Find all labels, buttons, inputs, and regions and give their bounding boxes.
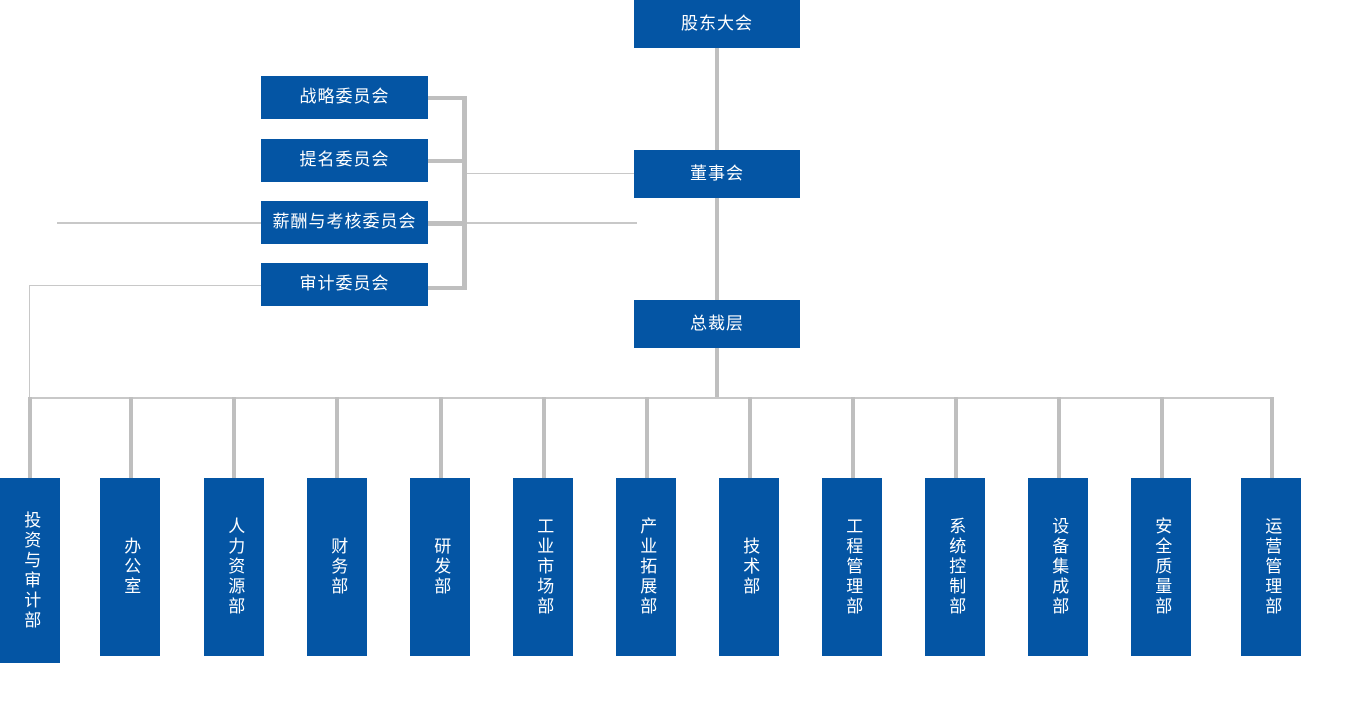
node-department-equipment-integration-label: 设备集成部 [1048,517,1069,617]
node-committee-strategy[interactable]: 战略委员会 [261,76,428,119]
node-department-industry-expansion[interactable]: 产业拓展部 [616,478,676,656]
connector-president-to-bus [715,348,719,399]
connector-drop-dept-12 [1160,397,1164,478]
node-department-safety-quality-label: 安全质量部 [1151,517,1172,617]
node-shareholders-meeting[interactable]: 股东大会 [634,0,800,48]
node-department-investment-audit[interactable]: 投资与审计部 [0,478,60,663]
connector-shareholders-to-board [715,48,719,150]
connector-compensation-committee-right [467,222,637,224]
connector-drop-dept-4 [335,397,339,478]
node-department-human-resources-label: 人力资源部 [224,517,245,617]
connector-drop-dept-11 [1057,397,1061,478]
node-committee-compensation-assessment[interactable]: 薪酬与考核委员会 [261,201,428,244]
connector-drop-dept-3 [232,397,236,478]
node-department-investment-audit-label: 投资与审计部 [20,510,41,631]
node-department-office-label: 办公室 [120,537,141,597]
node-department-finance-label: 财务部 [327,537,348,597]
connector-committee-stub-2 [428,159,467,163]
node-committee-nomination[interactable]: 提名委员会 [261,139,428,182]
node-department-industry-expansion-label: 产业拓展部 [636,517,657,617]
connector-drop-dept-10 [954,397,958,478]
node-board-of-directors[interactable]: 董事会 [634,150,800,198]
node-department-technology[interactable]: 技术部 [719,478,779,656]
connector-drop-dept-8 [748,397,752,478]
connector-drop-dept-9 [851,397,855,478]
node-department-industrial-market-label: 工业市场部 [533,517,554,617]
node-department-research-development[interactable]: 研发部 [410,478,470,656]
node-department-equipment-integration[interactable]: 设备集成部 [1028,478,1088,656]
node-committee-audit[interactable]: 审计委员会 [261,263,428,306]
connector-drop-dept-7 [645,397,649,478]
connector-drop-dept-2 [129,397,133,478]
connector-drop-dept-1 [28,397,32,478]
connector-drop-dept-6 [542,397,546,478]
connector-drop-dept-13 [1270,397,1274,478]
node-department-finance[interactable]: 财务部 [307,478,367,656]
connector-compensation-committee-left [57,222,262,224]
node-department-human-resources[interactable]: 人力资源部 [204,478,264,656]
node-department-industrial-market[interactable]: 工业市场部 [513,478,573,656]
node-department-safety-quality[interactable]: 安全质量部 [1131,478,1191,656]
connector-drop-dept-5 [439,397,443,478]
node-department-technology-label: 技术部 [739,537,760,597]
node-department-research-development-label: 研发部 [430,537,451,597]
node-president-level[interactable]: 总裁层 [634,300,800,348]
node-department-system-control[interactable]: 系统控制部 [925,478,985,656]
node-department-system-control-label: 系统控制部 [945,517,966,617]
connector-audit-committee-down [29,285,30,398]
connector-committee-stub-1 [428,96,467,100]
connector-audit-committee-left [29,285,262,286]
node-department-operations-management[interactable]: 运营管理部 [1241,478,1301,656]
connector-board-to-president [715,198,719,300]
node-department-office[interactable]: 办公室 [100,478,160,656]
node-department-operations-management-label: 运营管理部 [1261,517,1282,617]
connector-department-bus [29,397,1273,399]
node-department-engineering-management[interactable]: 工程管理部 [822,478,882,656]
connector-committee-stub-4 [428,286,467,290]
connector-committee-spine [462,96,467,290]
node-department-engineering-management-label: 工程管理部 [842,517,863,617]
connector-committees-to-board [467,173,635,174]
connector-committee-stub-3 [428,221,467,226]
